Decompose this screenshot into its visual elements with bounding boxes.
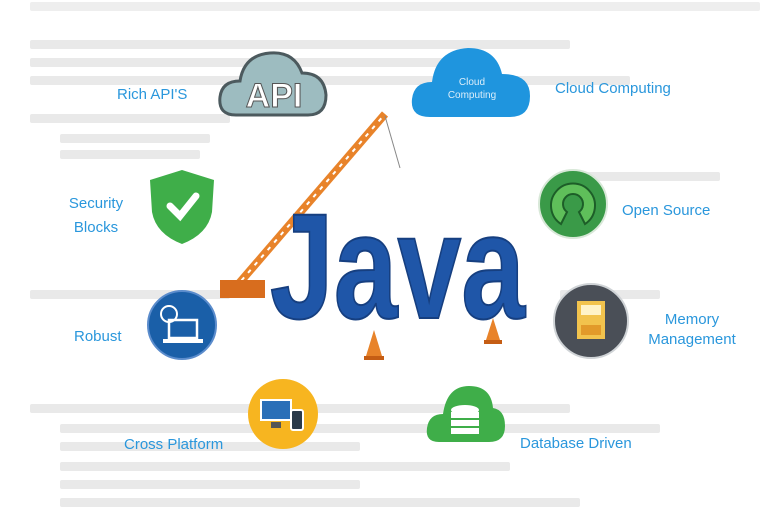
label-robust: Robust xyxy=(74,328,122,345)
label-line: Blocks xyxy=(73,219,119,236)
cloud-badge-line: Computing xyxy=(448,90,496,101)
memory-card-icon xyxy=(553,283,629,359)
label-line: Management xyxy=(648,331,736,348)
label-cloud-computing: Cloud Computing xyxy=(555,80,671,97)
cloud-computing-icon: Cloud Computing xyxy=(411,48,530,117)
devices-icon xyxy=(248,379,318,449)
cloud-badge-line: Cloud xyxy=(459,77,485,88)
traffic-cone-icon xyxy=(364,330,384,360)
laptop-globe-icon xyxy=(147,290,217,360)
label-security-blocks: Security Blocks xyxy=(60,195,132,236)
label-line: Security xyxy=(68,195,124,212)
java-logo-text: Java xyxy=(270,182,526,350)
traffic-cone-icon xyxy=(484,318,502,344)
label-rich-api: Rich API'S xyxy=(117,86,188,103)
label-open-source: Open Source xyxy=(622,202,711,219)
database-cloud-icon xyxy=(426,386,505,442)
label-database-driven: Database Driven xyxy=(520,435,632,452)
label-line: Memory xyxy=(664,311,720,328)
api-cloud-icon: API xyxy=(218,51,328,117)
label-memory-management: Memory Management xyxy=(640,311,744,348)
api-badge-text: API xyxy=(246,77,303,115)
label-cross-platform: Cross Platform xyxy=(124,436,224,453)
crane-icon xyxy=(220,111,401,298)
shield-icon xyxy=(150,170,214,244)
open-source-icon xyxy=(538,169,608,239)
java-logo: Java xyxy=(269,181,527,351)
